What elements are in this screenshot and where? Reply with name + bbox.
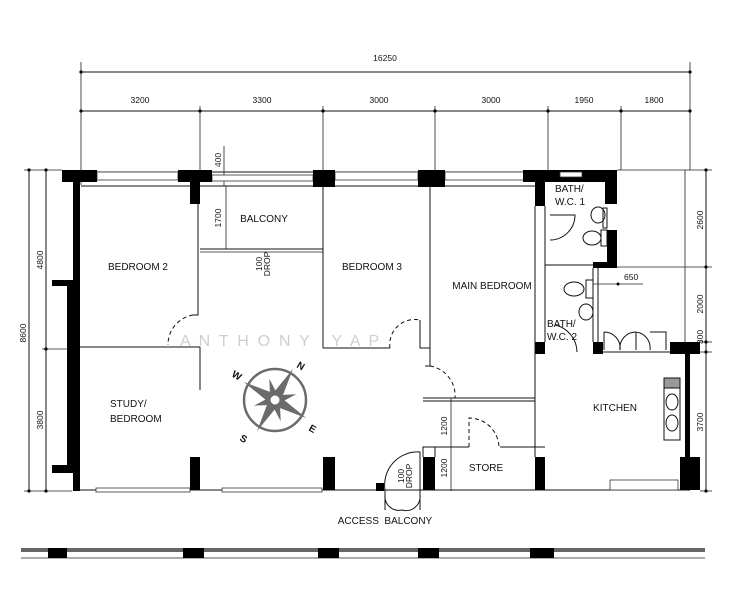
label-main-bedroom: MAIN BEDROOM (452, 281, 531, 292)
balcony-drop-value: 100 (254, 257, 264, 271)
dim-right-2: 2000 (695, 294, 705, 313)
label-store: STORE (469, 463, 504, 474)
dim-balcony-depth: 1700 (213, 208, 223, 227)
compass-icon: N S E W (230, 360, 319, 446)
entrance-drop-value: 100 (396, 469, 406, 483)
dim-bath-offset: 650 (624, 272, 638, 282)
top-dimensions: 16250 3200 3300 3000 3000 1950 1800 400 (79, 53, 692, 186)
label-balcony: BALCONY (240, 214, 288, 225)
dim-right-3: 300 (695, 330, 705, 344)
dim-overall-width: 16250 (373, 53, 397, 63)
right-dimensions: 2600 2000 300 3700 (617, 168, 712, 493)
dim-top-1: 3200 (131, 95, 150, 105)
compass-s: S (238, 433, 250, 446)
label-bedroom-2: BEDROOM 2 (108, 262, 168, 273)
label-bedroom-3: BEDROOM 3 (342, 262, 402, 273)
balcony-drop-label: DROP (262, 251, 272, 276)
label-study-1: STUDY/ (110, 399, 147, 410)
dim-left-1: 4800 (35, 250, 45, 269)
compass-w: W (230, 369, 244, 384)
dim-top-6: 1800 (645, 95, 664, 105)
interior-dimensions: 650 1700 1200 1200 100 DROP 100 DROP (213, 186, 643, 491)
dim-balcony-offset: 400 (213, 153, 223, 167)
watermark: A N T H O N Y Y A P (180, 333, 379, 350)
label-study-2: BEDROOM (110, 414, 162, 425)
dim-top-3: 3000 (370, 95, 389, 105)
fixtures (563, 206, 681, 441)
room-labels: BEDROOM 2 BALCONY BEDROOM 3 MAIN BEDROOM… (108, 184, 637, 527)
dim-top-2: 3300 (253, 95, 272, 105)
label-bath-2-line1: BATH/ (547, 319, 576, 330)
elevation-strip (21, 548, 705, 559)
entrance-drop-label: DROP (404, 463, 414, 488)
dim-overall-depth: 8600 (18, 323, 28, 342)
compass-n: N (295, 360, 307, 373)
label-bath-1-line1: BATH/ (555, 184, 584, 195)
dim-top-5: 1950 (575, 95, 594, 105)
doors (167, 214, 667, 512)
dim-top-4: 3000 (482, 95, 501, 105)
dim-right-4: 3700 (695, 412, 705, 431)
label-kitchen: KITCHEN (593, 403, 637, 414)
walls (52, 170, 700, 493)
left-dimensions: 8600 4800 3800 (18, 168, 80, 493)
dim-corridor: 1200 (439, 416, 449, 435)
label-bath-2-line2: W.C. 2 (547, 332, 577, 343)
compass-e: E (307, 423, 319, 436)
dim-store-depth: 1200 (439, 458, 449, 477)
label-access-balcony: ACCESS BALCONY (338, 516, 433, 527)
dim-right-1: 2600 (695, 210, 705, 229)
label-bath-1-line2: W.C. 1 (555, 197, 585, 208)
dim-left-2: 3800 (35, 410, 45, 429)
